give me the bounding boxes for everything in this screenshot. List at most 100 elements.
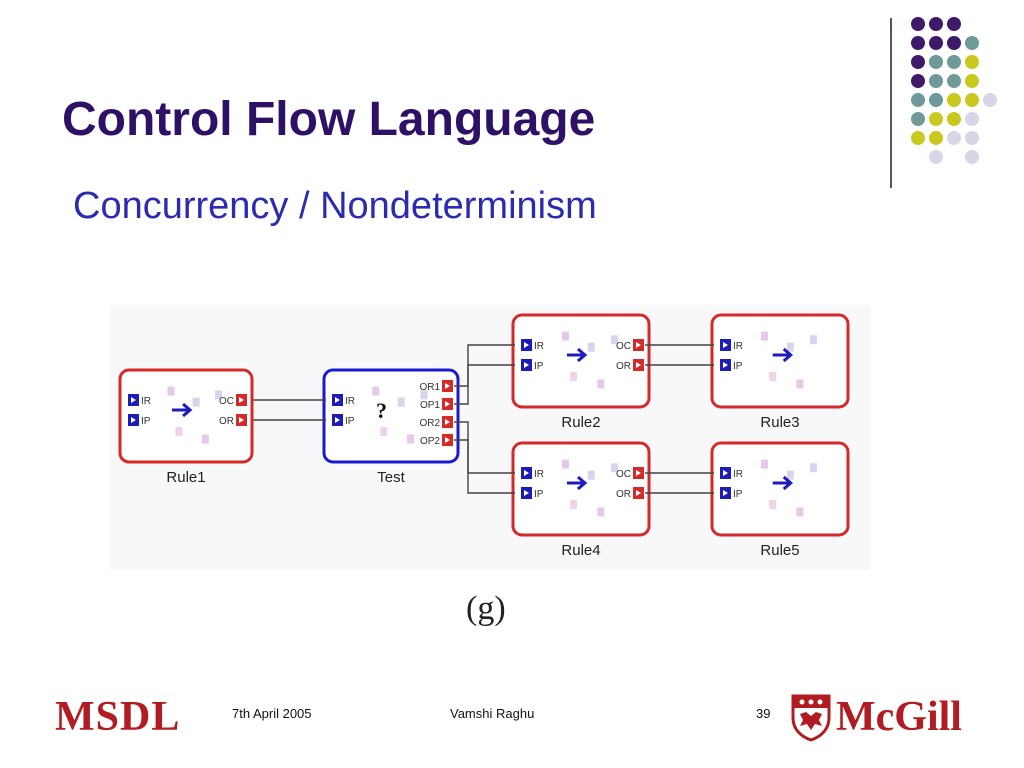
decorative-square: [561, 331, 569, 341]
port-arrow-icon: [445, 383, 450, 389]
decorative-square: [587, 342, 595, 352]
port-arrow-icon: [524, 470, 529, 476]
output-port-label: OR: [219, 416, 234, 427]
decorative-dot: [911, 55, 925, 69]
port-arrow-icon: [636, 362, 641, 368]
flow-arrow-icon: [172, 402, 193, 418]
decorative-square: [192, 397, 200, 407]
decorative-dot: [947, 112, 961, 126]
flow-arrow-icon: [566, 475, 588, 491]
slide-title: Control Flow Language: [62, 93, 596, 146]
port-arrow-icon: [636, 490, 641, 496]
decorative-square: [809, 335, 817, 345]
mcgill-crest-icon: [791, 694, 831, 742]
decorative-dot: [965, 112, 979, 126]
decorative-dot: [965, 150, 979, 164]
decorative-dot: [965, 55, 979, 69]
output-port-label: OC: [616, 341, 631, 352]
decorative-square: [760, 331, 768, 341]
port-arrow-icon: [445, 401, 450, 407]
decorative-square: [380, 427, 388, 437]
port-arrow-icon: [335, 417, 340, 423]
node-label-rule3: Rule3: [760, 414, 799, 431]
decorative-dot: [929, 93, 943, 107]
footer-date: 7th April 2005: [232, 706, 312, 721]
decorative-square: [570, 500, 578, 510]
input-port-label: IR: [141, 396, 151, 407]
edge-connector: [454, 364, 515, 405]
decorative-square: [215, 390, 223, 400]
port-arrow-icon: [239, 397, 244, 403]
decorative-dot: [929, 112, 943, 126]
decorative-square: [786, 470, 794, 480]
msdl-logo: MSDL: [55, 694, 181, 740]
flow-arrow-icon: [772, 475, 794, 491]
footer-author: Vamshi Raghu: [450, 706, 535, 721]
decorative-square: [597, 507, 605, 517]
decorative-dot: [929, 17, 943, 31]
decorative-square: [760, 459, 768, 469]
decorative-dot: [929, 36, 943, 50]
port-arrow-icon: [723, 490, 728, 496]
decorative-square: [570, 372, 578, 382]
decorative-dot: [929, 55, 943, 69]
input-port-label: IR: [733, 341, 743, 352]
decorative-square: [786, 342, 794, 352]
decorative-square: [769, 500, 777, 510]
decorative-square: [610, 463, 618, 473]
port-arrow-icon: [636, 470, 641, 476]
footer-page-number: 39: [756, 706, 771, 721]
input-port-label: IR: [345, 396, 355, 407]
input-port-label: IP: [345, 416, 355, 427]
decorative-square: [769, 372, 777, 382]
output-port-label: OR: [616, 489, 631, 500]
node-label-rule1: Rule1: [166, 469, 205, 486]
decorative-dot: [947, 93, 961, 107]
input-port-label: IR: [534, 341, 544, 352]
decorative-dot: [947, 131, 961, 145]
node-label-test: Test: [377, 469, 405, 486]
input-port-label: IP: [733, 489, 743, 500]
mcgill-logo: McGill: [836, 694, 962, 740]
edge-connector: [454, 439, 515, 494]
port-arrow-icon: [445, 419, 450, 425]
port-arrow-icon: [636, 342, 641, 348]
port-arrow-icon: [524, 342, 529, 348]
decorative-square: [420, 390, 428, 400]
output-port-label: OR2: [419, 418, 440, 429]
decorative-dot: [911, 112, 925, 126]
decorative-dot: [929, 150, 943, 164]
input-port-label: IP: [534, 489, 544, 500]
port-arrow-icon: [239, 417, 244, 423]
input-port-label: IP: [141, 416, 151, 427]
port-arrow-icon: [723, 342, 728, 348]
node-label-rule4: Rule4: [561, 542, 600, 559]
port-arrow-icon: [131, 397, 136, 403]
decorative-dot: [947, 74, 961, 88]
control-flow-diagram: IRIP?OR1OP1OR2OP2TestIRIPOCORRule2IRIPRu…: [110, 305, 870, 570]
decorative-divider: [890, 18, 892, 188]
input-port-label: IR: [534, 469, 544, 480]
decorative-dot: [965, 74, 979, 88]
decorative-square: [407, 434, 415, 444]
port-arrow-icon: [723, 470, 728, 476]
decorative-square: [175, 427, 183, 437]
port-arrow-icon: [723, 362, 728, 368]
output-port-label: OR1: [419, 382, 440, 393]
decorative-square: [610, 335, 618, 345]
flow-arrow-icon: [772, 347, 794, 363]
decorative-square: [201, 434, 209, 444]
decorative-dot: [947, 55, 961, 69]
flow-arrow-icon: [566, 347, 588, 363]
decorative-square: [561, 459, 569, 469]
decorative-square: [372, 386, 380, 396]
decorative-square: [397, 397, 405, 407]
output-port-label: OP2: [420, 436, 440, 447]
port-arrow-icon: [335, 397, 340, 403]
decorative-dot: [965, 93, 979, 107]
decorative-dot: [911, 74, 925, 88]
